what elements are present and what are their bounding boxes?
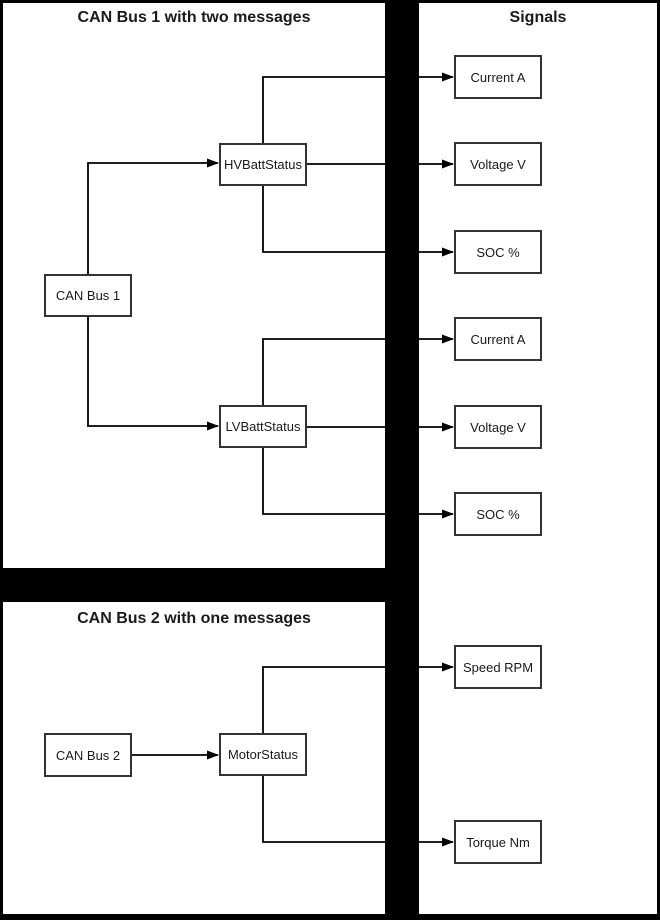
node-can-bus-1: CAN Bus 1 (44, 274, 132, 317)
signal-box-voltage-v-hv: Voltage V (454, 142, 542, 186)
node-can-bus-2: CAN Bus 2 (44, 733, 132, 777)
panel-title-can-bus-2: CAN Bus 2 with one messages (77, 610, 311, 627)
panel-signals (419, 3, 657, 914)
signal-box-voltage-v-lv: Voltage V (454, 405, 542, 449)
node-motor-status: MotorStatus (219, 733, 307, 776)
node-lv-batt-status: LVBattStatus (219, 405, 307, 448)
panel-title-signals: Signals (509, 9, 567, 26)
signal-box-current-a-lv: Current A (454, 317, 542, 361)
signal-box-torque-nm: Torque Nm (454, 820, 542, 864)
vertical-divider-band (385, 0, 419, 920)
node-hv-batt-status: HVBattStatus (219, 143, 307, 186)
panel-title-can-bus-1: CAN Bus 1 with two messages (77, 9, 311, 26)
signal-box-current-a-hv: Current A (454, 55, 542, 99)
signal-box-speed-rpm: Speed RPM (454, 645, 542, 689)
signal-box-soc-lv: SOC % (454, 492, 542, 536)
signal-box-soc-hv: SOC % (454, 230, 542, 274)
